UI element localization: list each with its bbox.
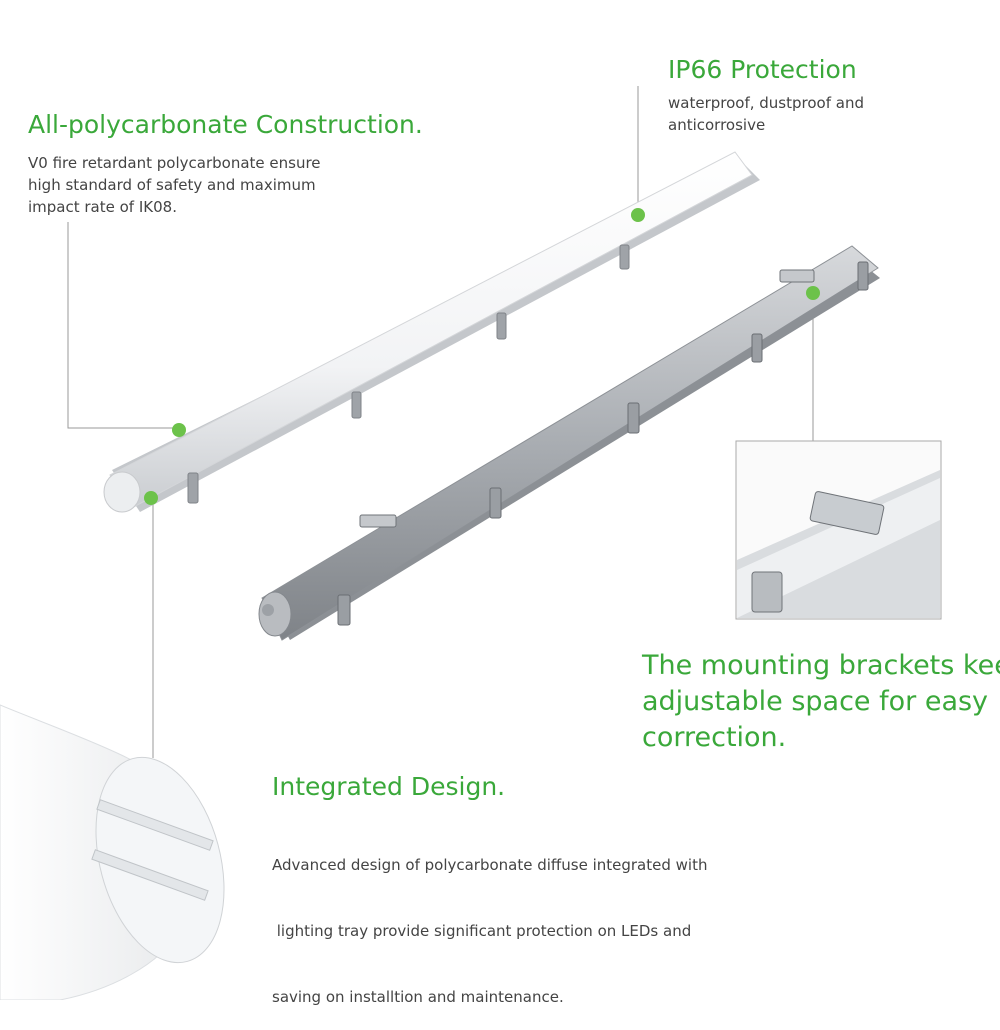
dot-construction [172,423,186,437]
grey-light-fixture [258,245,880,641]
construction-title: All-polycarbonate Construction. [28,110,423,139]
dot-integrated [144,491,158,505]
protection-title: IP66 Protection [668,55,857,84]
integrated-title: Integrated Design. [272,772,506,801]
protection-description: waterproof, dustproof and anticorrosive [668,94,864,134]
connector-construction [67,222,178,429]
dot-brackets [806,286,820,300]
bracket-detail-inset [735,440,942,620]
white-light-fixture [103,151,760,513]
product-illustration [0,86,942,1000]
construction-description: V0 fire retardant polycarbonate ensure h… [28,154,321,216]
brackets-title: The mounting brackets keep adjustable sp… [642,650,1000,753]
cutaway-tube [0,704,225,1000]
callout-dots [144,208,820,505]
dot-protection [631,208,645,222]
integrated-description: Advanced design of polycarbonate diffuse… [272,856,708,1006]
